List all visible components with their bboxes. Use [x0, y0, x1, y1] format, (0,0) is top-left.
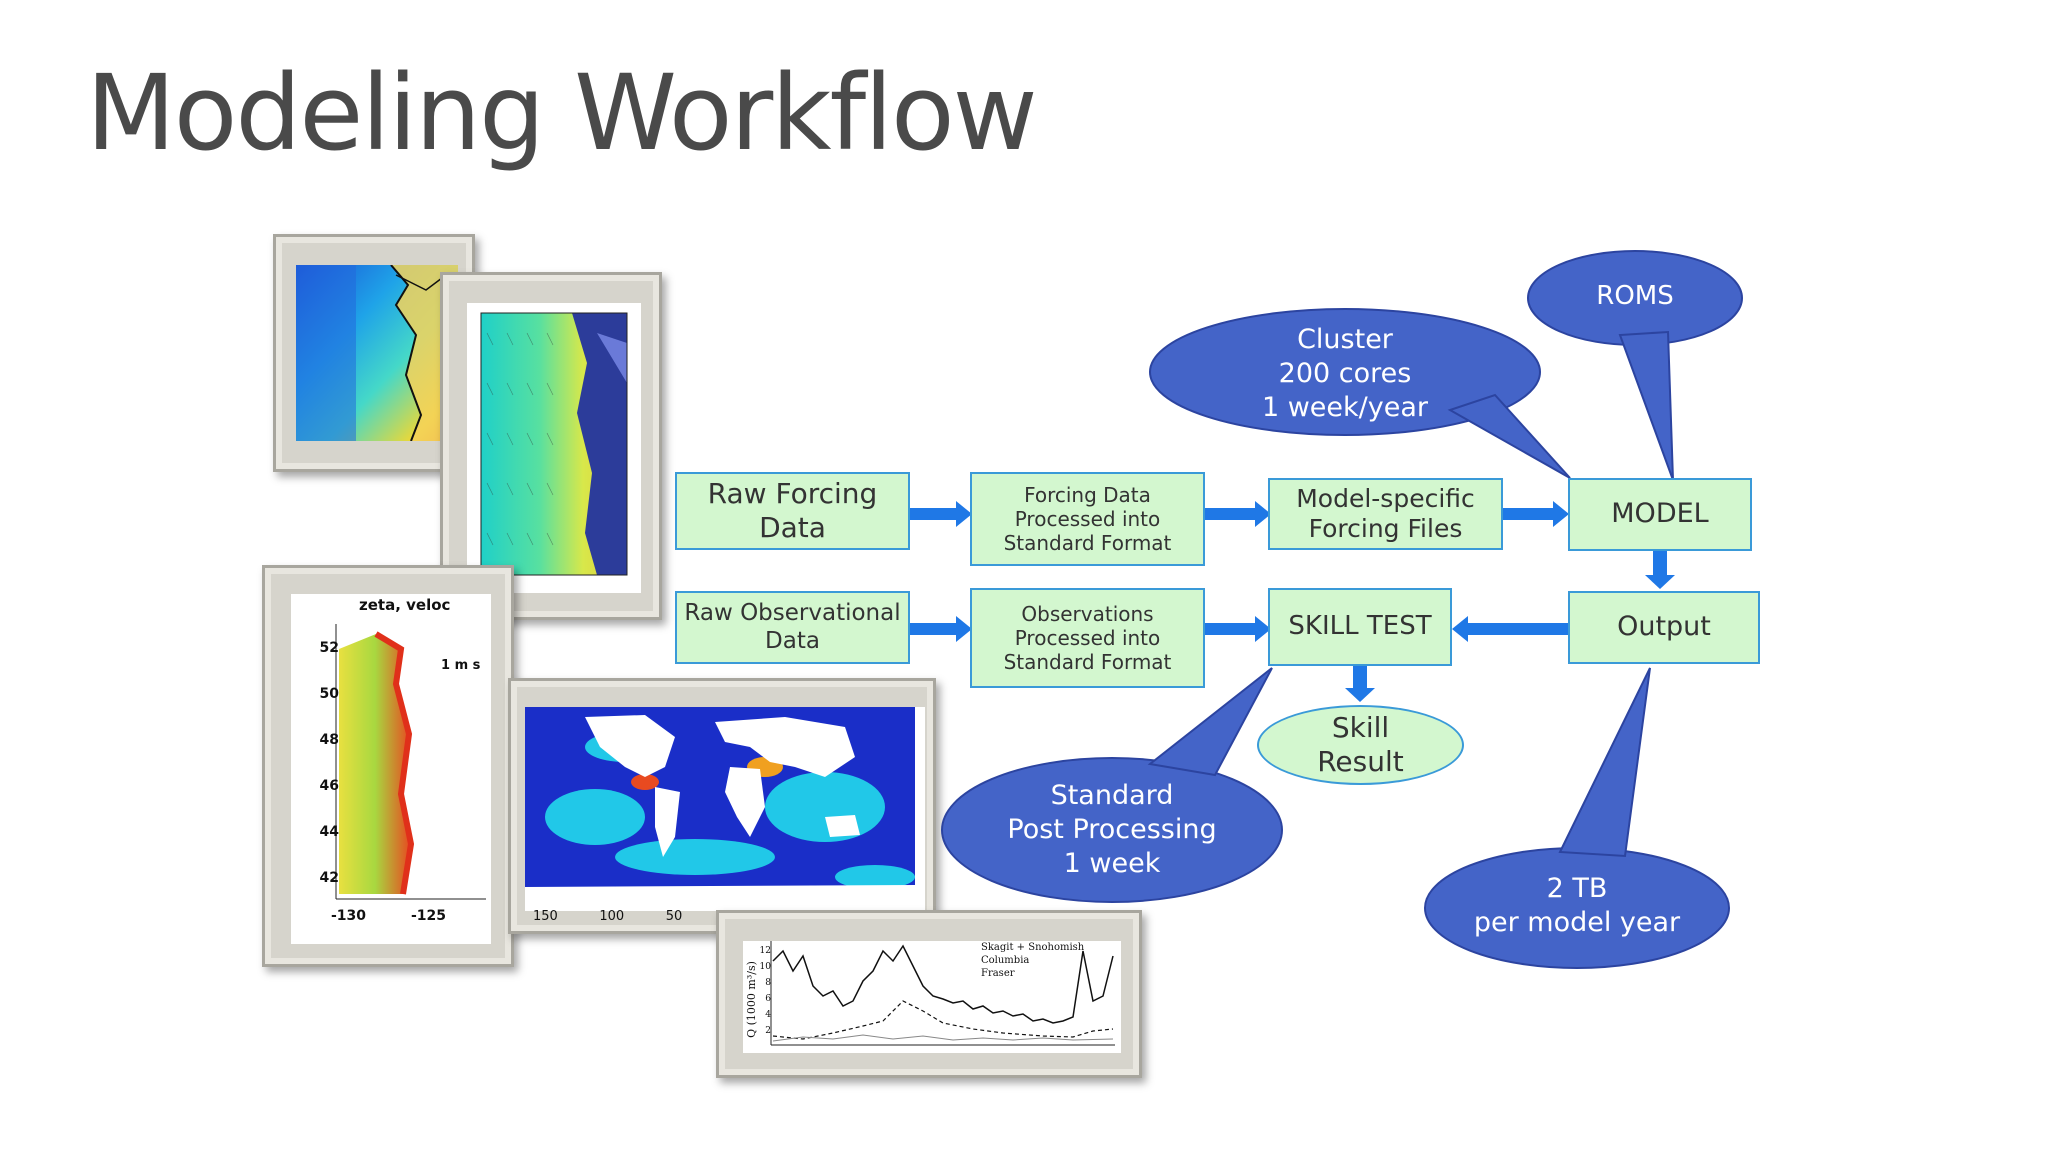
- skill-test-box: SKILL TEST: [1268, 588, 1452, 666]
- zeta-plot-scale: 1 m s: [441, 658, 481, 673]
- zeta-x-tick: -130: [331, 908, 367, 924]
- river-y-label: Q (1000 m³/s): [744, 961, 758, 1038]
- y-tick: 8: [765, 978, 771, 988]
- river-legend: Skagit + Snohomish Columbia Fraser: [981, 941, 1084, 980]
- legend-entry: Columbia: [981, 955, 1030, 966]
- output-box: Output: [1568, 591, 1760, 664]
- x-tick: 100: [599, 909, 625, 924]
- y-tick: 2: [765, 1026, 771, 1036]
- wind-vectors-thumbnail: [440, 272, 662, 620]
- y-tick: 52: [319, 640, 339, 656]
- storage-callout: 2 TB per model year: [1473, 873, 1681, 938]
- legend-entry: Skagit + Snohomish: [981, 942, 1085, 953]
- storage-tail: [1558, 667, 1651, 858]
- slide-title: Modeling Workflow: [86, 52, 1038, 174]
- roms-callout: ROMS: [1596, 281, 1674, 311]
- y-tick: 6: [765, 994, 771, 1004]
- skill-result-oval: Skill Result: [1257, 705, 1464, 785]
- world-map-thumbnail: 150 100 50 0 50 100 150: [508, 678, 936, 934]
- model-box: MODEL: [1568, 478, 1752, 551]
- river-y-ticks: 12 10 8 6 4 2: [757, 943, 771, 1039]
- y-tick: 42: [319, 870, 339, 886]
- legend-entry: Fraser: [981, 968, 1015, 979]
- forcing-processed-box: Forcing Data Processed into Standard For…: [970, 472, 1205, 566]
- zeta-plot-title: zeta, veloc: [359, 596, 451, 614]
- x-tick: 50: [665, 909, 683, 924]
- zeta-plot-y-ticks: 52 50 48 46 44 42: [309, 640, 339, 916]
- observations-processed-box: Observations Processed into Standard For…: [970, 588, 1205, 688]
- raw-forcing-data-box: Raw Forcing Data: [675, 472, 910, 550]
- y-tick: 50: [319, 686, 339, 702]
- zeta-x-tick: -125: [411, 908, 447, 924]
- raw-observational-data-box: Raw Observational Data: [675, 591, 910, 664]
- y-tick: 4: [765, 1010, 771, 1020]
- post-processing-callout: Standard Post Processing 1 week: [1007, 780, 1217, 879]
- x-tick: 150: [533, 909, 558, 924]
- river-discharge-thumbnail: Q (1000 m³/s) Skagit + Snohomish Columbi…: [716, 910, 1142, 1078]
- cluster-callout: Cluster 200 cores 1 week/year: [1261, 324, 1429, 423]
- y-tick: 12: [759, 946, 771, 956]
- model-forcing-files-box: Model-specific Forcing Files: [1268, 478, 1503, 550]
- roms-tail: [1618, 330, 1674, 481]
- zeta-velocity-thumbnail: zeta, veloc 1 m s 52 50 48 46 44 42 -130…: [262, 565, 514, 967]
- y-tick: 44: [319, 824, 339, 840]
- y-tick: 10: [759, 962, 771, 972]
- y-tick: 46: [319, 778, 339, 794]
- y-tick: 48: [319, 732, 339, 748]
